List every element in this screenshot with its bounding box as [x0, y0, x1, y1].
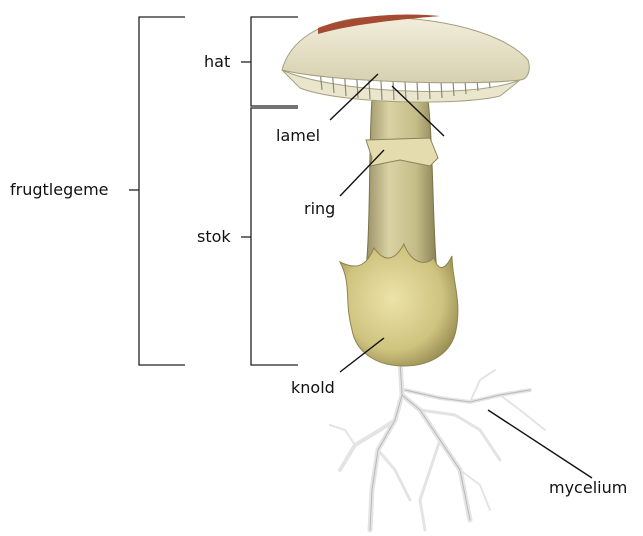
pointer-mycelium — [488, 410, 592, 478]
volva-shape — [340, 244, 458, 366]
label-ring: ring — [304, 201, 335, 217]
label-mycelium: mycelium — [549, 480, 627, 496]
cap-top — [282, 17, 529, 82]
mycelium-roots-shade — [370, 360, 530, 530]
bracket-stok — [241, 108, 298, 365]
mycelium-roots — [330, 360, 545, 530]
label-lamel: lamel — [276, 128, 320, 144]
label-stok: stok — [197, 229, 231, 245]
label-frugtlegeme: frugtlegeme — [10, 182, 109, 198]
bracket-frugtlegeme — [129, 17, 185, 365]
label-knold: knold — [291, 380, 335, 396]
label-hat: hat — [204, 54, 230, 70]
